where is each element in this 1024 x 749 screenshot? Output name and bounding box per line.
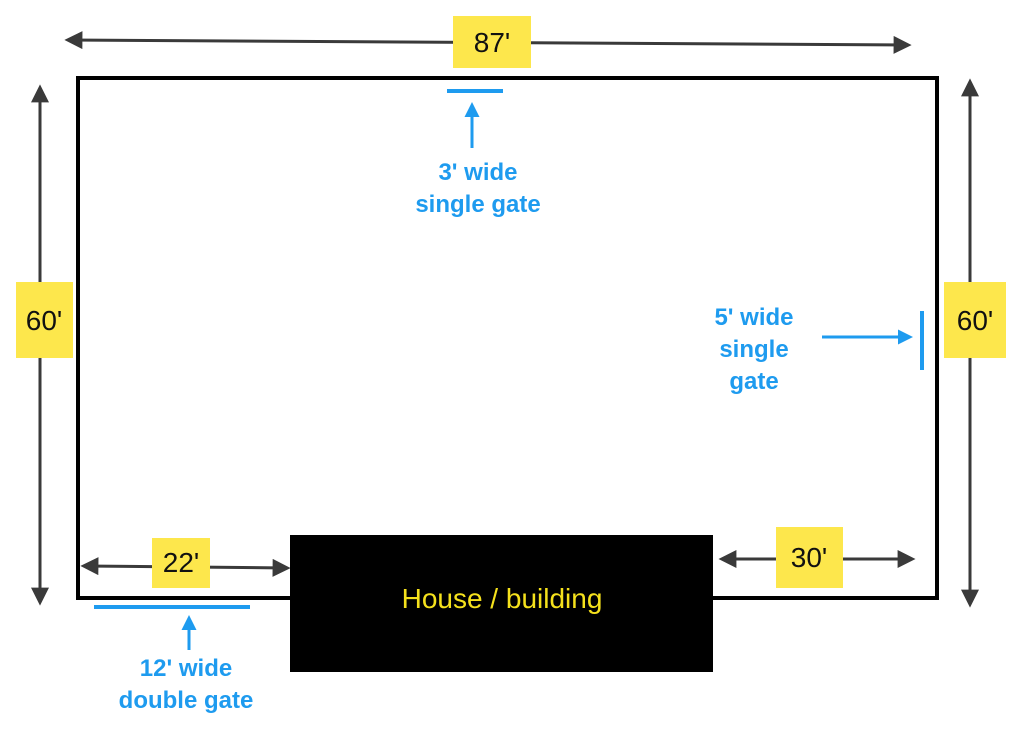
svg-text:60': 60' xyxy=(957,305,994,336)
svg-text:12' wide: 12' wide xyxy=(140,655,232,682)
fence-perimeter xyxy=(76,76,939,600)
top-gate: 3' wide single gate xyxy=(415,89,541,218)
svg-text:gate: gate xyxy=(729,368,778,395)
svg-text:single: single xyxy=(719,336,788,363)
svg-text:double gate: double gate xyxy=(119,687,254,714)
house-building: House / building xyxy=(290,535,713,672)
svg-text:30': 30' xyxy=(791,542,828,573)
svg-text:87': 87' xyxy=(474,27,511,58)
bottom-left-dimension-label: 22' xyxy=(152,538,210,588)
svg-text:House / building: House / building xyxy=(402,583,603,614)
svg-text:3' wide: 3' wide xyxy=(438,159,517,186)
svg-text:22': 22' xyxy=(163,547,200,578)
svg-text:5' wide: 5' wide xyxy=(714,304,793,331)
left-dimension-label: 60' xyxy=(16,282,73,358)
bottom-gate: 12' wide double gate xyxy=(94,605,254,714)
right-gate: 5' wide single gate xyxy=(714,304,924,395)
right-dimension-label: 60' xyxy=(944,282,1006,358)
svg-text:60': 60' xyxy=(26,305,63,336)
top-dimension-label: 87' xyxy=(453,16,531,68)
bottom-right-dimension-label: 30' xyxy=(776,527,843,588)
svg-text:single gate: single gate xyxy=(415,191,540,218)
